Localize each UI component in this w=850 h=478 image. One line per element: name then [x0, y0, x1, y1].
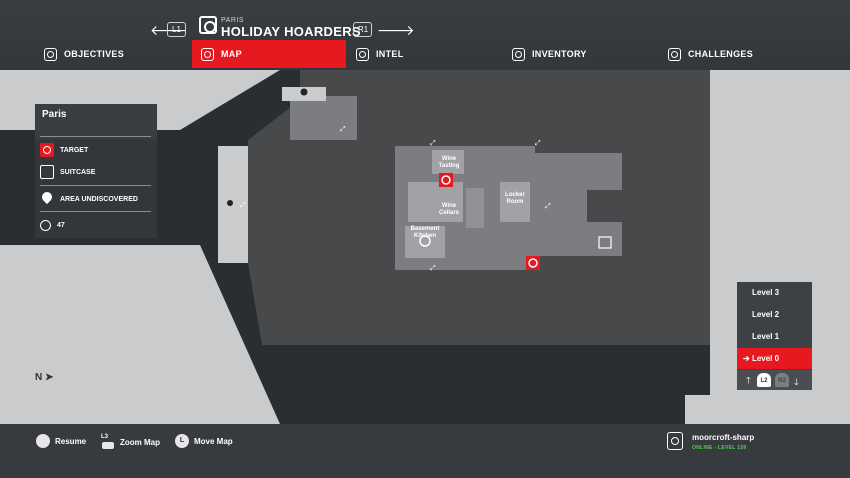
legend-count: 47: [57, 221, 65, 229]
room-wine-cellars: [408, 182, 463, 222]
svg-text:⤢: ⤢: [340, 125, 346, 133]
room-label-locker-room: Locker Room: [505, 192, 525, 205]
l3-label: L3: [101, 434, 109, 440]
tab-map-label: MAP: [221, 49, 242, 59]
map-pin-icon: [40, 192, 54, 206]
mission-bar: 🡐 L1 PARIS HOLIDAY HOARDERS R1 🡒: [0, 10, 850, 46]
legend-divider: [40, 136, 151, 137]
legend-title-box: Paris: [35, 104, 157, 139]
level-controls: 🡑 L2 R2 🡓: [737, 370, 812, 390]
intel-icon: [356, 47, 369, 61]
tab-inventory-label: INVENTORY: [532, 49, 587, 59]
legend-divider: [40, 185, 151, 186]
level-3-option[interactable]: Level 3: [752, 288, 780, 297]
level-selector: Level 3 Level 2 Level 1 ➔ Level 0 🡑 L2 R…: [737, 282, 812, 390]
legend-item-suitcase: SUITCASE: [40, 163, 95, 181]
svg-text:⤢: ⤢: [430, 264, 436, 272]
svg-text:⤢: ⤢: [535, 139, 541, 147]
l3-button-icon: L3: [101, 434, 115, 450]
room-label-wine-cellars: Wine Cellars: [438, 203, 459, 216]
room-wine-tasting: [432, 150, 464, 174]
zoom-label: Zoom Map: [120, 437, 160, 447]
r1-button[interactable]: R1: [353, 22, 372, 37]
legend-undiscovered-label: AREA UNDISCOVERED: [60, 195, 138, 203]
move-label: Move Map: [194, 436, 233, 446]
resume-button[interactable]: Resume: [36, 434, 86, 448]
footer: Resume L3 Zoom Map L Move Map moorcroft-…: [0, 424, 850, 478]
suitcase-marker: [598, 236, 612, 249]
objectives-icon: [44, 47, 57, 61]
room-top-annex: [290, 96, 357, 140]
target-marker-2: [526, 256, 540, 270]
arrow-up-icon[interactable]: 🡑: [746, 375, 751, 385]
legend-count-row: 47: [40, 216, 65, 234]
circle-button-icon: [36, 434, 50, 448]
tab-objectives[interactable]: OBJECTIVES: [44, 40, 124, 68]
legend-target-label: TARGET: [60, 146, 89, 154]
challenges-icon: [668, 47, 681, 61]
l2-button[interactable]: L2: [757, 373, 771, 387]
level-0-option[interactable]: ➔ Level 0: [737, 348, 812, 369]
l1-button[interactable]: L1: [167, 22, 186, 37]
tab-intel-label: INTEL: [376, 49, 404, 59]
arrow-down-icon[interactable]: 🡓: [794, 377, 799, 387]
tab-challenges[interactable]: CHALLENGES: [668, 40, 753, 68]
inventory-icon: [512, 47, 525, 61]
level-2-option[interactable]: Level 2: [752, 310, 780, 319]
username: moorcroft-sharp: [692, 433, 755, 442]
room-cellar-corridor: [466, 188, 484, 228]
compass-icon: N ➤: [35, 372, 54, 383]
legend-divider: [40, 211, 151, 212]
svg-text:⤢: ⤢: [240, 201, 246, 209]
tab-objectives-label: OBJECTIVES: [64, 49, 125, 59]
tab-bar: OBJECTIVES MAP INTEL INVENTORY CHALLENGE…: [0, 40, 850, 68]
mission-location: PARIS: [221, 17, 244, 24]
tab-intel[interactable]: INTEL: [356, 40, 404, 68]
legend-item-target: TARGET: [40, 141, 88, 159]
online-status: ONLINE - LEVEL 159: [692, 445, 747, 451]
mission-title: HOLIDAY HOARDERS: [221, 24, 361, 39]
profile-icon: [667, 432, 683, 450]
tab-inventory[interactable]: INVENTORY: [512, 40, 587, 68]
map-legend: Paris TARGET SUITCASE AREA UNDISCOVERED …: [35, 104, 157, 238]
room-basement-kitchen: [405, 226, 445, 258]
tab-map[interactable]: MAP: [192, 40, 346, 68]
arrow-right-icon[interactable]: 🡒: [377, 22, 415, 38]
legend-suitcase-label: SUITCASE: [60, 168, 96, 176]
target-icon: [40, 143, 54, 157]
zoom-map-button[interactable]: L3 Zoom Map: [101, 434, 160, 450]
target-marker-1: [439, 173, 453, 187]
arrow-right-icon: ➔: [743, 354, 750, 363]
level-0-label: Level 0: [751, 354, 780, 363]
room-label-basement-kitchen: Basement Kitchen: [410, 226, 440, 239]
tab-challenges-label: CHALLENGES: [688, 49, 754, 59]
l-button-icon: L: [175, 434, 189, 448]
mission-icon: [199, 16, 217, 34]
resume-label: Resume: [55, 436, 87, 446]
suitcase-icon: [40, 165, 54, 179]
map-area-bottom-left: [0, 245, 280, 424]
room-locker-room: [500, 182, 530, 222]
r2-button[interactable]: R2: [775, 373, 789, 387]
legend-item-undiscovered: AREA UNDISCOVERED: [40, 190, 138, 208]
move-map-button[interactable]: L Move Map: [175, 434, 233, 448]
compass-label: N: [35, 372, 43, 383]
svg-text:⤢: ⤢: [430, 139, 436, 147]
player-position: [419, 235, 431, 247]
discovery-icon: [40, 219, 51, 231]
map-icon: [201, 47, 214, 61]
arrow-left-icon[interactable]: 🡐: [150, 22, 188, 38]
room-label-wine-tasting: Wine Tasting: [438, 156, 460, 169]
legend-title: Paris: [42, 109, 67, 120]
svg-text:⤢: ⤢: [545, 202, 551, 210]
header-background: [0, 0, 850, 70]
level-1-option[interactable]: Level 1: [752, 332, 780, 341]
